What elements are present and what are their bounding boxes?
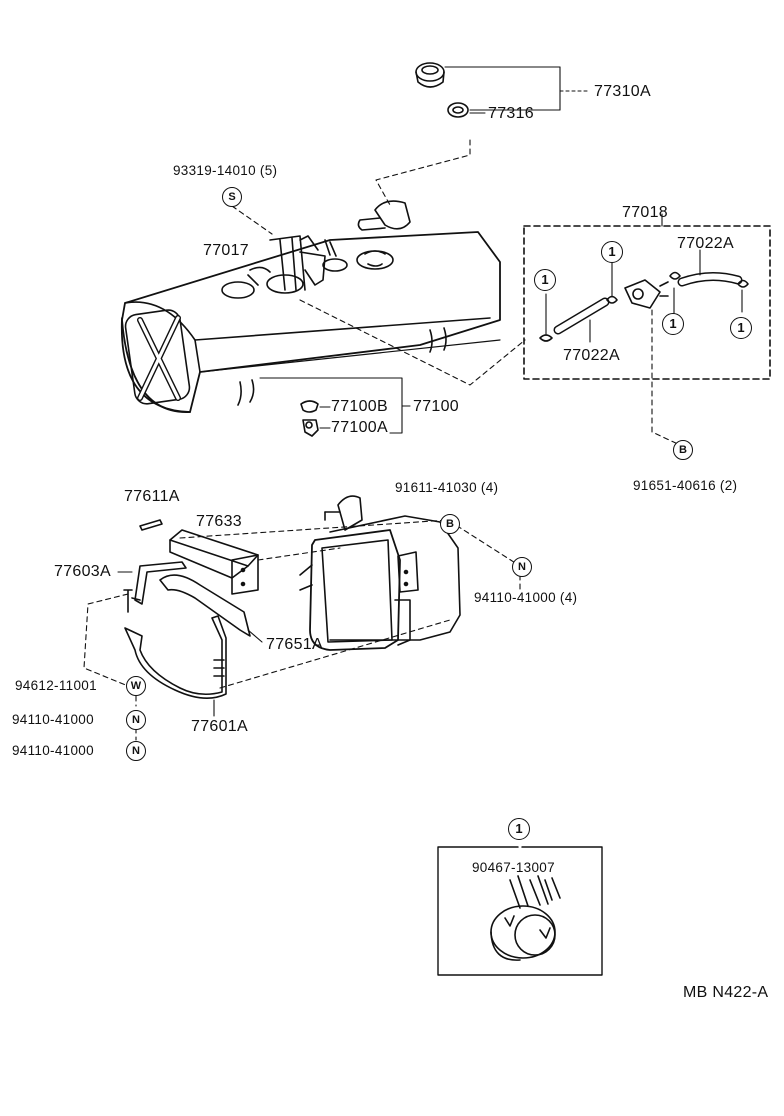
label-77100B: 77100B — [331, 398, 388, 415]
grommets-77100 — [259, 377, 411, 437]
symbol-b-upper: B — [673, 440, 693, 460]
clamp-ref-1-detail: 1 — [508, 818, 530, 840]
label-94110-41000-4: 94110-41000 (4) — [474, 590, 578, 605]
dash-valve-to-bolt — [651, 309, 681, 446]
symbol-n-2: N — [126, 741, 146, 761]
pin-77611A — [139, 519, 163, 531]
bracket-77633 — [169, 529, 259, 595]
symbol-n-right: N — [512, 557, 532, 577]
label-77018: 77018 — [622, 204, 668, 221]
clamp-ref-1-d: 1 — [730, 317, 752, 339]
label-77310A: 77310A — [594, 83, 651, 100]
label-77651A: 77651A — [266, 636, 323, 653]
label-77100A: 77100A — [331, 419, 388, 436]
lower-tank — [299, 495, 461, 651]
label-77611A: 77611A — [124, 488, 180, 505]
label-94110-41000-a: 94110-41000 — [12, 712, 94, 727]
dash-tank-to-assembly — [299, 299, 526, 386]
drawing-code: MB N422-A — [683, 984, 769, 1001]
symbol-b-lower: B — [440, 514, 460, 534]
label-77633: 77633 — [196, 513, 242, 530]
assembly-77018 — [523, 213, 771, 380]
label-91651-40616: 91651-40616 (2) — [633, 478, 738, 493]
symbol-n-1: N — [126, 710, 146, 730]
label-77017: 77017 — [203, 242, 249, 259]
clamp-detail — [437, 836, 603, 976]
label-77603A: 77603A — [54, 563, 111, 580]
label-77022A-top: 77022A — [677, 235, 734, 252]
symbol-w: W — [126, 676, 146, 696]
band-77601A — [124, 615, 227, 717]
label-77022A-bottom: 77022A — [563, 347, 620, 364]
label-93319-14010: 93319-14010 (5) — [173, 163, 278, 178]
leader-lines-top — [231, 66, 591, 235]
strap-77651A — [159, 574, 263, 643]
clamp-ref-1-c: 1 — [662, 313, 684, 335]
clamp-ref-1-a: 1 — [534, 269, 556, 291]
symbol-s: S — [222, 187, 242, 207]
label-77100: 77100 — [413, 398, 459, 415]
clamp-ref-1-b: 1 — [601, 241, 623, 263]
label-94612-11001: 94612-11001 — [15, 678, 97, 693]
label-91611-41030: 91611-41030 (4) — [395, 480, 499, 495]
label-90467-13007: 90467-13007 — [472, 860, 555, 875]
strap-77603A — [117, 561, 187, 605]
label-94110-41000-b: 94110-41000 — [12, 743, 94, 758]
label-77601A: 77601A — [191, 718, 248, 735]
fuel-tank — [120, 200, 501, 413]
filler-gasket — [447, 102, 469, 118]
label-77316: 77316 — [488, 105, 534, 122]
dash-lower — [83, 513, 521, 741]
filler-cap — [415, 62, 445, 88]
